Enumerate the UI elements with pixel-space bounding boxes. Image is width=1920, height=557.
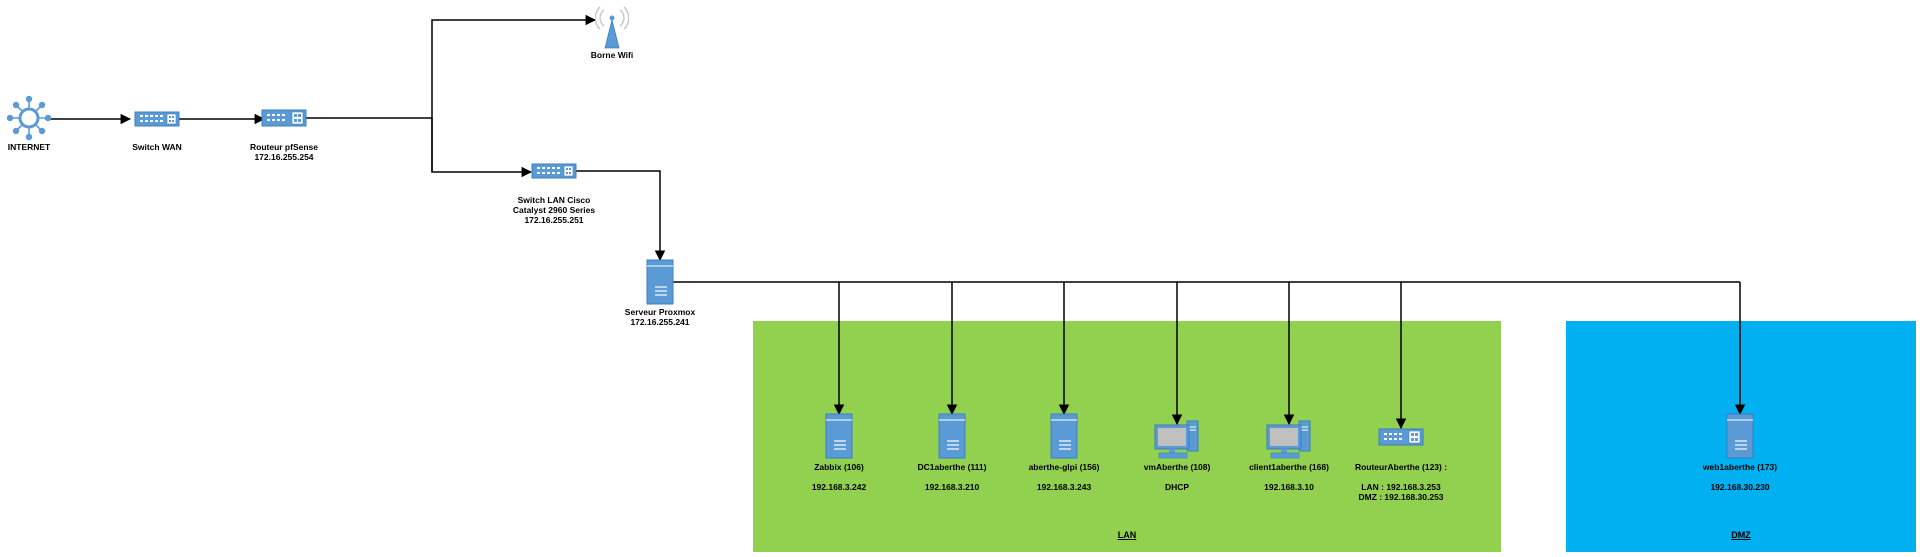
lan-zone-label: LAN <box>1117 530 1137 540</box>
switch-lan-label: Switch LAN Cisco Catalyst 2960 Series 17… <box>512 195 596 225</box>
server-icon <box>646 259 674 305</box>
workstation-icon <box>1266 420 1311 459</box>
server-icon <box>938 413 966 459</box>
switch-icon <box>531 163 577 179</box>
wifi-antenna-icon <box>595 6 629 49</box>
server-icon <box>1726 413 1754 459</box>
link-trunk-switch-lan <box>431 118 533 178</box>
dc1aberthe-label: DC1aberthe (111) 192.168.3.210 <box>917 462 987 492</box>
router-icon <box>1378 428 1424 446</box>
link-trunk-wifi <box>431 14 597 172</box>
server-icon <box>1050 413 1078 459</box>
aberthe-glpi-label: aberthe-glpi (156) 192.168.3.243 <box>1028 462 1100 492</box>
server-icon <box>825 413 853 459</box>
internet-label: INTERNET <box>7 142 51 152</box>
routeur-pfsense-label: Routeur pfSense 172.16.255.254 <box>249 142 318 162</box>
dmz-zone-label: DMZ <box>1731 530 1751 540</box>
switch-wan-label: Switch WAN <box>132 142 182 152</box>
workstation-icon <box>1154 420 1199 459</box>
web1aberthe-label: web1aberthe (173) 192.168.30.230 <box>1702 462 1778 492</box>
globe-network-icon <box>6 95 52 141</box>
borne-wifi-label: Borne Wifi <box>590 50 634 60</box>
serveur-proxmox-label: Serveur Proxmox 172.16.255.241 <box>624 307 696 327</box>
link-switch-lan-proxmox <box>575 170 666 262</box>
vmaberthe-label: vmAberthe (108) DHCP <box>1143 462 1211 492</box>
client1aberthe-label: client1aberthe (168) 192.168.3.10 <box>1249 462 1329 492</box>
lan-zone: LAN <box>753 321 1501 552</box>
routeuraberthe-label: RouteurAberthe (123) : LAN : 192.168.3.2… <box>1354 462 1448 502</box>
switch-icon <box>134 111 180 127</box>
zabbix-label: Zabbix (106) 192.168.3.242 <box>811 462 867 492</box>
router-icon <box>261 109 307 127</box>
